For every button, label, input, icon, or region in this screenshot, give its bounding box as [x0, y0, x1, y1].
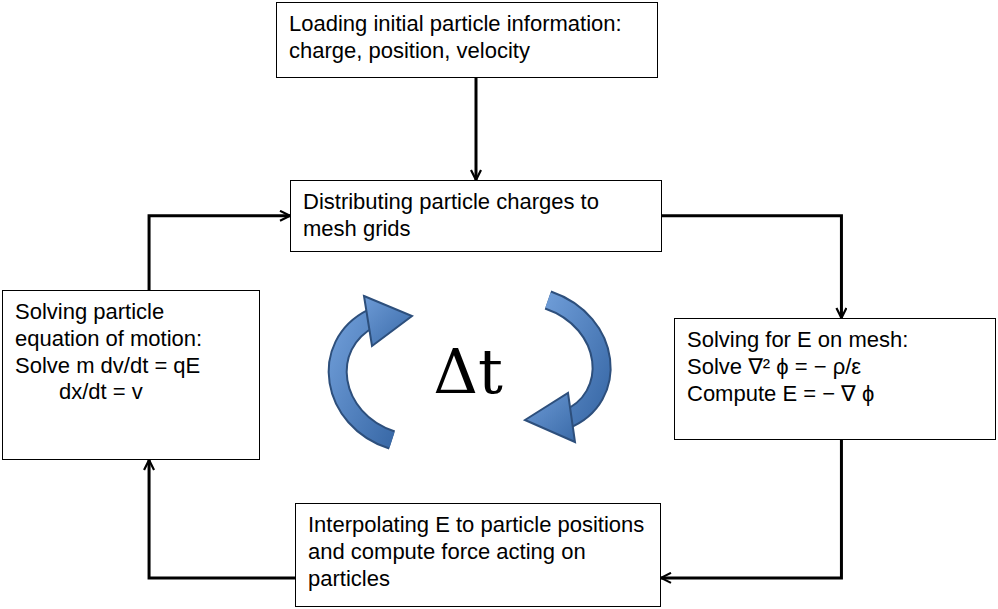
box-text: Solving for E on mesh:	[687, 327, 983, 354]
process-box: Distributing particle charges to mesh gr…	[290, 180, 662, 252]
process-box: Interpolating E to particle positions an…	[295, 503, 661, 607]
flow-arrow	[662, 216, 841, 318]
box-text: Solve m dv/dt = qE	[15, 353, 247, 380]
box-text: Loading initial particle information: ch…	[289, 11, 645, 65]
time-step-label: Δt	[433, 341, 503, 403]
process-box: Solving for E on mesh:Solve ∇² ϕ = − ρ/ε…	[674, 318, 996, 440]
flow-arrow	[661, 440, 841, 578]
box-text: Distributing particle charges to mesh gr…	[303, 189, 649, 243]
box-text: Interpolating E to particle positions an…	[308, 512, 648, 592]
process-box: Solving particle equation of motion:Solv…	[2, 290, 260, 460]
box-text: Solving particle equation of motion:	[15, 299, 247, 353]
right-cycle-arrow	[525, 300, 602, 442]
box-text: dx/dt = v	[15, 379, 247, 406]
process-box: Loading initial particle information: ch…	[276, 2, 658, 78]
flow-arrow	[149, 216, 290, 290]
box-text: Solve ∇² ϕ = − ρ/ε	[687, 354, 983, 381]
box-text: Compute E = − ∇ ϕ	[687, 381, 983, 408]
left-cycle-arrow	[338, 296, 412, 440]
flow-arrow	[475, 78, 478, 180]
flow-arrow	[149, 460, 295, 578]
